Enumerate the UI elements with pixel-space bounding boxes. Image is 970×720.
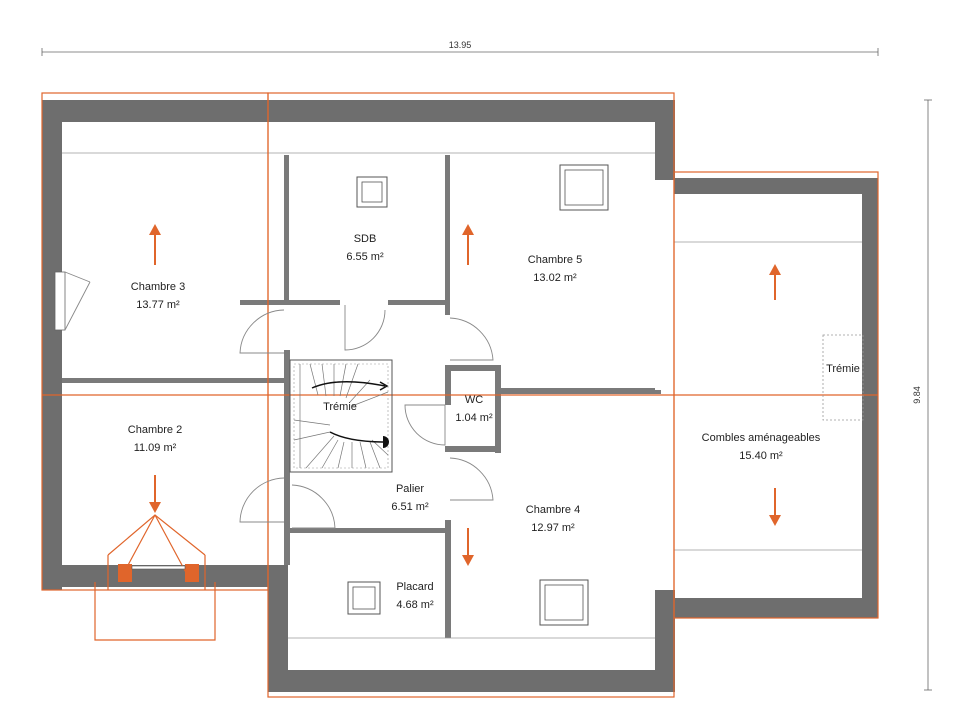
- left-window: [54, 271, 91, 331]
- arrow-down-icon: [462, 555, 474, 566]
- room-area-chambre2: 11.09 m²: [134, 442, 177, 454]
- tremie-label-stairs: Trémie: [323, 401, 357, 413]
- arrow-up-icon: [462, 224, 474, 235]
- height-label: 9.84: [912, 386, 922, 404]
- room-labels: SDB 6.55 m² Chambre 5 13.02 m² Chambre 3…: [128, 233, 860, 611]
- arrow-up-icon: [769, 264, 781, 275]
- room-name-chambre4: Chambre 4: [526, 504, 580, 516]
- room-name-combles: Combles aménageables: [702, 432, 821, 444]
- arrow-down-icon: [149, 502, 161, 513]
- exterior-walls: [42, 100, 878, 692]
- room-name-chambre3: Chambre 3: [131, 281, 185, 293]
- dormer-window: [118, 564, 199, 582]
- room-name-chambre2: Chambre 2: [128, 424, 182, 436]
- room-area-chambre4: 12.97 m²: [531, 522, 575, 534]
- room-area-wc: 1.04 m²: [455, 412, 493, 424]
- width-dimension: 13.95: [41, 40, 879, 56]
- skylights: [347, 164, 609, 626]
- room-area-palier: 6.51 m²: [391, 501, 429, 513]
- room-name-wc: WC: [465, 394, 483, 406]
- skylight-chambre5: [559, 164, 609, 211]
- height-dimension: 9.84: [912, 99, 932, 691]
- tremie-outline: [822, 334, 864, 421]
- room-area-sdb: 6.55 m²: [346, 251, 384, 263]
- tremie-label-right: Trémie: [826, 363, 860, 375]
- room-name-sdb: SDB: [354, 233, 377, 245]
- room-name-placard: Placard: [396, 581, 433, 593]
- room-area-combles: 15.40 m²: [739, 450, 783, 462]
- width-label: 13.95: [449, 40, 472, 50]
- room-area-chambre3: 13.77 m²: [136, 299, 180, 311]
- skylight-chambre4: [539, 579, 589, 626]
- slope-arrows: [149, 224, 781, 566]
- arrow-down-icon: [769, 515, 781, 526]
- arrow-up-icon: [149, 224, 161, 235]
- room-area-chambre5: 13.02 m²: [533, 272, 577, 284]
- doors: [239, 305, 494, 529]
- room-name-chambre5: Chambre 5: [528, 254, 582, 266]
- staircase: [289, 359, 393, 473]
- room-area-placard: 4.68 m²: [396, 599, 434, 611]
- skylight-sdb: [356, 176, 388, 208]
- interior-walls: [62, 155, 661, 638]
- room-name-palier: Palier: [396, 483, 424, 495]
